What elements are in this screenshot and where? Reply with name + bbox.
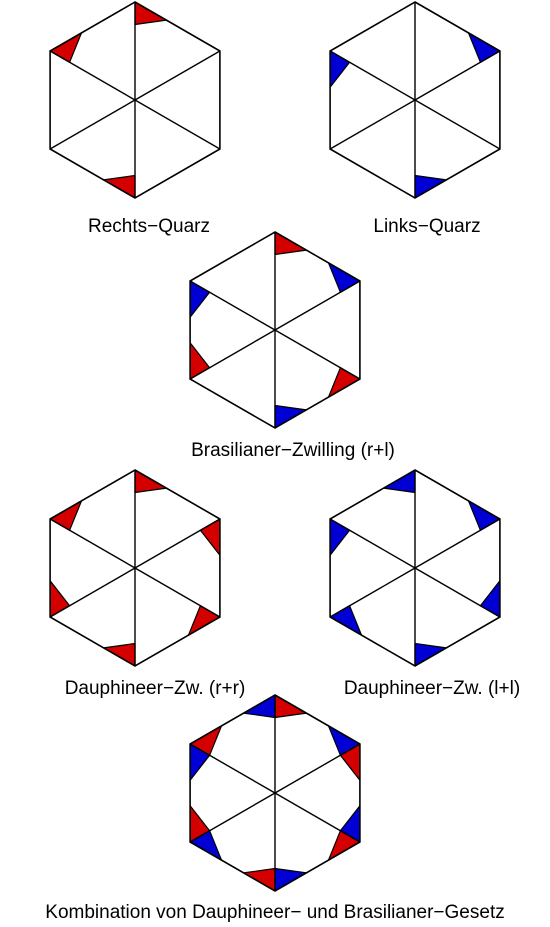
hexagon-outline [49,1,221,199]
caption-links-quarz: Links−Quarz [373,216,480,237]
hexagon-spoke [414,567,501,618]
hexagon-spoke [134,50,221,101]
hexagon-spoke [49,50,136,101]
hexagon-spoke [189,329,276,380]
hexagon-spoke [274,743,361,794]
caption-kombination: Kombination von Dauphineer− und Brasilia… [45,902,504,923]
hexagon-spoke [274,792,361,843]
crystal-dauphineer-ll: Dauphineer−Zw. (l+l) [329,469,520,699]
hexagon-spoke [414,99,501,150]
hexagon-spoke [274,329,361,380]
hexagon-spoke [134,567,221,618]
hexagon-spoke [329,99,416,150]
hexagon-outline [189,694,361,892]
hexagon-outline [189,231,361,429]
caption-rechts-quarz: Rechts−Quarz [88,216,210,237]
hexagon-spoke [329,518,416,569]
hexagon-spoke [49,567,136,618]
hexagon-spoke [414,518,501,569]
hexagon-outline [329,1,501,199]
crystal-links-quarz: Links−Quarz [329,1,501,237]
hexagon-spoke [189,280,276,331]
hexagon-spoke [134,518,221,569]
hexagon-spoke [274,280,361,331]
crystal-brasilianer-zwilling: Brasilianer−Zwilling (r+l) [189,231,395,461]
caption-dauphineer-rr: Dauphineer−Zw. (r+r) [65,678,246,699]
hexagon-spoke [189,743,276,794]
caption-dauphineer-ll: Dauphineer−Zw. (l+l) [344,678,520,699]
hexagon-spoke [49,99,136,150]
hexagon-outline [49,469,221,667]
hexagon-spoke [49,518,136,569]
hexagon-outline [329,469,501,667]
caption-brasilianer-zwilling: Brasilianer−Zwilling (r+l) [191,440,395,461]
hexagon-spoke [189,792,276,843]
hexagon-spoke [134,99,221,150]
crystal-rechts-quarz: Rechts−Quarz [49,1,221,237]
hexagon-spoke [414,50,501,101]
hexagon-spoke [329,50,416,101]
crystal-dauphineer-rr: Dauphineer−Zw. (r+r) [49,469,246,699]
hexagon-spoke [329,567,416,618]
crystal-kombination: Kombination von Dauphineer− und Brasilia… [45,694,505,923]
